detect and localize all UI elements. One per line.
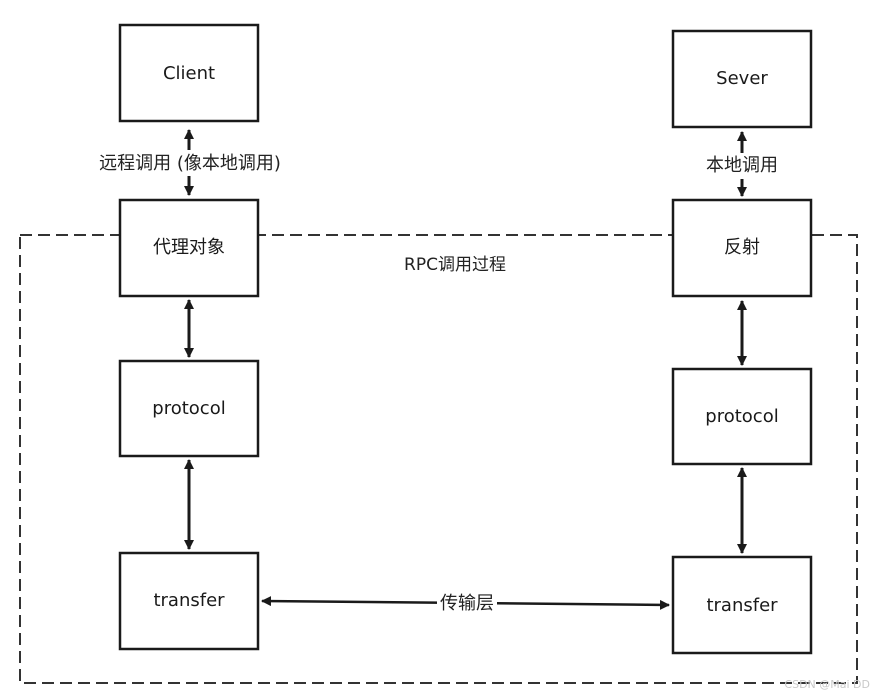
proxy-object-box xyxy=(118,198,260,298)
protocol-right-box xyxy=(671,367,813,466)
transfer-left-label: transfer xyxy=(153,590,225,611)
local-call-label: 本地调用 xyxy=(706,155,778,176)
protocol-right-label: protocol xyxy=(705,406,778,427)
watermark: CSDN @Mai DD xyxy=(784,678,870,691)
protocol-left-box xyxy=(118,359,260,458)
local-call-label-bg xyxy=(703,153,781,179)
transfer-right-label: transfer xyxy=(706,595,778,616)
remote-call-label: 远程调用 (像本地调用) xyxy=(99,153,281,174)
client-label: Client xyxy=(163,63,215,84)
transport-layer-label: 传输层 xyxy=(440,593,494,614)
rpc-process-boundary xyxy=(19,234,858,684)
transport-layer-label-bg xyxy=(437,591,497,617)
protocol-left-label: protocol xyxy=(152,398,225,419)
server-box xyxy=(671,29,813,129)
server-label: Sever xyxy=(716,68,768,89)
proxy-object-label: 代理对象 xyxy=(153,237,225,258)
transfer-right-box xyxy=(671,555,813,655)
transfer-left-box xyxy=(118,551,260,651)
client-box xyxy=(118,23,260,123)
remote-call-label-bg xyxy=(98,150,282,176)
rpc-process-label: RPC调用过程 xyxy=(404,255,506,275)
reflection-box xyxy=(671,198,813,298)
reflection-label: 反射 xyxy=(724,237,760,258)
